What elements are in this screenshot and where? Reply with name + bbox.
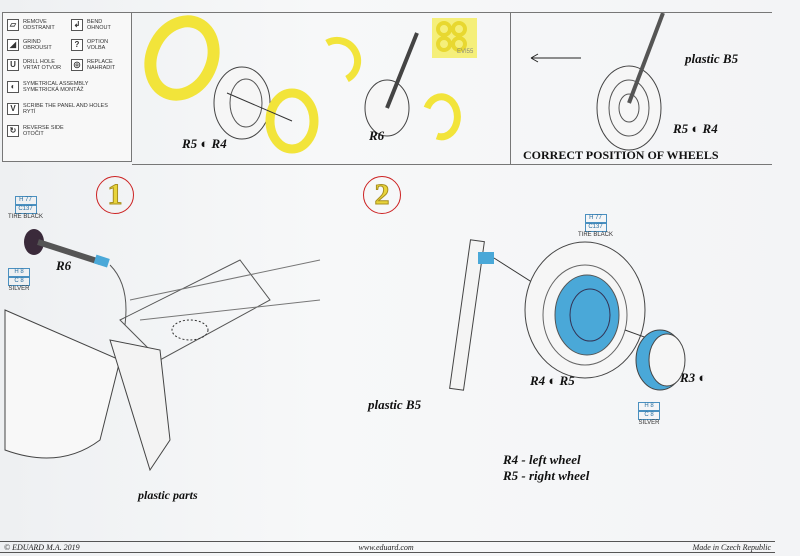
hub-painted xyxy=(554,274,620,356)
website-link[interactable]: www.eduard.com xyxy=(358,542,414,552)
legend-item: V SCRIBE THE PANEL AND HOLES RYTÍ xyxy=(7,103,108,115)
step-1-number: 1 xyxy=(96,176,134,214)
bend-icon: ↲ xyxy=(71,19,83,31)
legend-text: REPLACE NAHRADIT xyxy=(87,59,116,71)
label-plastic-b5: plastic B5 xyxy=(685,51,739,66)
tail-wheel-r6 xyxy=(24,229,44,255)
step-1-drawing xyxy=(4,229,321,472)
stabilizer xyxy=(4,309,121,459)
legend-text: SCRIBE THE PANEL AND HOLES RYTÍ xyxy=(23,103,108,115)
replace-icon: ◎ xyxy=(71,59,83,71)
correct-position-panel: plastic B5 R5 ◐ R4 CORRECT POSITION OF W… xyxy=(510,12,772,165)
grind-icon: ◢ xyxy=(7,39,19,51)
wheel-r6 xyxy=(364,79,410,137)
legend-text: REMOVE ODSTRANIT xyxy=(23,19,55,31)
label-plastic-b5: plastic B5 xyxy=(368,397,422,412)
fret-code: EVI55 xyxy=(457,49,474,55)
legend-item: ◎ REPLACE NAHRADIT xyxy=(71,59,115,71)
legend-item: ↻ REVERSE SIDE OTOČIT xyxy=(7,125,64,137)
strut-b5 xyxy=(449,239,485,391)
legend-item: U DRILL HOLE VRTAT OTVOR xyxy=(7,59,61,71)
legend-text: REVERSE SIDE OTOČIT xyxy=(23,125,64,137)
note-left-wheel: R4 - left wheel xyxy=(503,452,581,467)
label-r5-r4: R5 ◐ R4 xyxy=(673,121,718,136)
copyright: © EDUARD M.A. 2019 xyxy=(4,542,80,552)
pe-ring-c xyxy=(325,36,362,83)
legend-item: ▱ REMOVE ODSTRANIT xyxy=(7,19,55,31)
legend-text: OPTION VOLBA xyxy=(87,39,109,51)
legend-text: DRILL HOLE VRTAT OTVOR xyxy=(23,59,62,71)
remove-icon: ▱ xyxy=(7,19,19,31)
legend-item: ◢ GRIND OBROUSIT xyxy=(7,39,52,51)
symbol-legend: ▱ REMOVE ODSTRANIT ↲ BEND OHNOUT ◢ GRIND OBRO… xyxy=(2,12,132,162)
note-right-wheel: R5 - right wheel xyxy=(503,468,590,483)
origin: Made in Czech Republic xyxy=(692,542,771,552)
label-r5-r4: R5 ◐ R4 xyxy=(182,136,227,151)
top-wheel-assembly-panel: EVI55 R5 ◐ R4 R6 xyxy=(132,12,510,165)
correct-wheel-drawing xyxy=(530,13,665,151)
scribe-icon: V xyxy=(7,103,19,115)
step-2-drawing xyxy=(449,239,686,391)
pe-ring-small xyxy=(265,88,319,154)
footer: © EDUARD M.A. 2019 www.eduard.com Made i… xyxy=(0,541,775,553)
caption-correct-position: CORRECT POSITION OF WHEELS xyxy=(523,148,719,162)
option-icon: ? xyxy=(71,39,83,51)
legend-item: ◐ SYMETRICAL ASSEMBLY SYMETRICKÁ MONTÁŽ xyxy=(7,81,88,93)
arrow-line xyxy=(226,92,293,122)
drill-icon: U xyxy=(7,59,19,71)
step-2-number: 2 xyxy=(363,176,401,214)
label-r6: R6 xyxy=(56,258,72,273)
legend-text: GRIND OBROUSIT xyxy=(23,39,52,51)
caption-plastic-parts: plastic parts xyxy=(138,488,198,502)
label-r4-r5: R4 ◐ R5 xyxy=(530,373,575,388)
legend-item: ↲ BEND OHNOUT xyxy=(71,19,111,31)
reverse-icon: ↻ xyxy=(7,125,19,137)
axle-stub xyxy=(478,252,494,264)
pe-ring-large xyxy=(144,15,220,101)
legend-text: SYMETRICAL ASSEMBLY SYMETRICKÁ MONTÁŽ xyxy=(23,81,89,93)
wheel-exploded-drawing xyxy=(144,15,477,154)
symmetric-icon: ◐ xyxy=(7,81,19,93)
legend-item: ? OPTION VOLBA xyxy=(71,39,108,51)
label-r6: R6 xyxy=(369,128,385,143)
legend-text: BEND OHNOUT xyxy=(87,19,111,31)
label-r3: R3 ◐ xyxy=(680,370,707,385)
